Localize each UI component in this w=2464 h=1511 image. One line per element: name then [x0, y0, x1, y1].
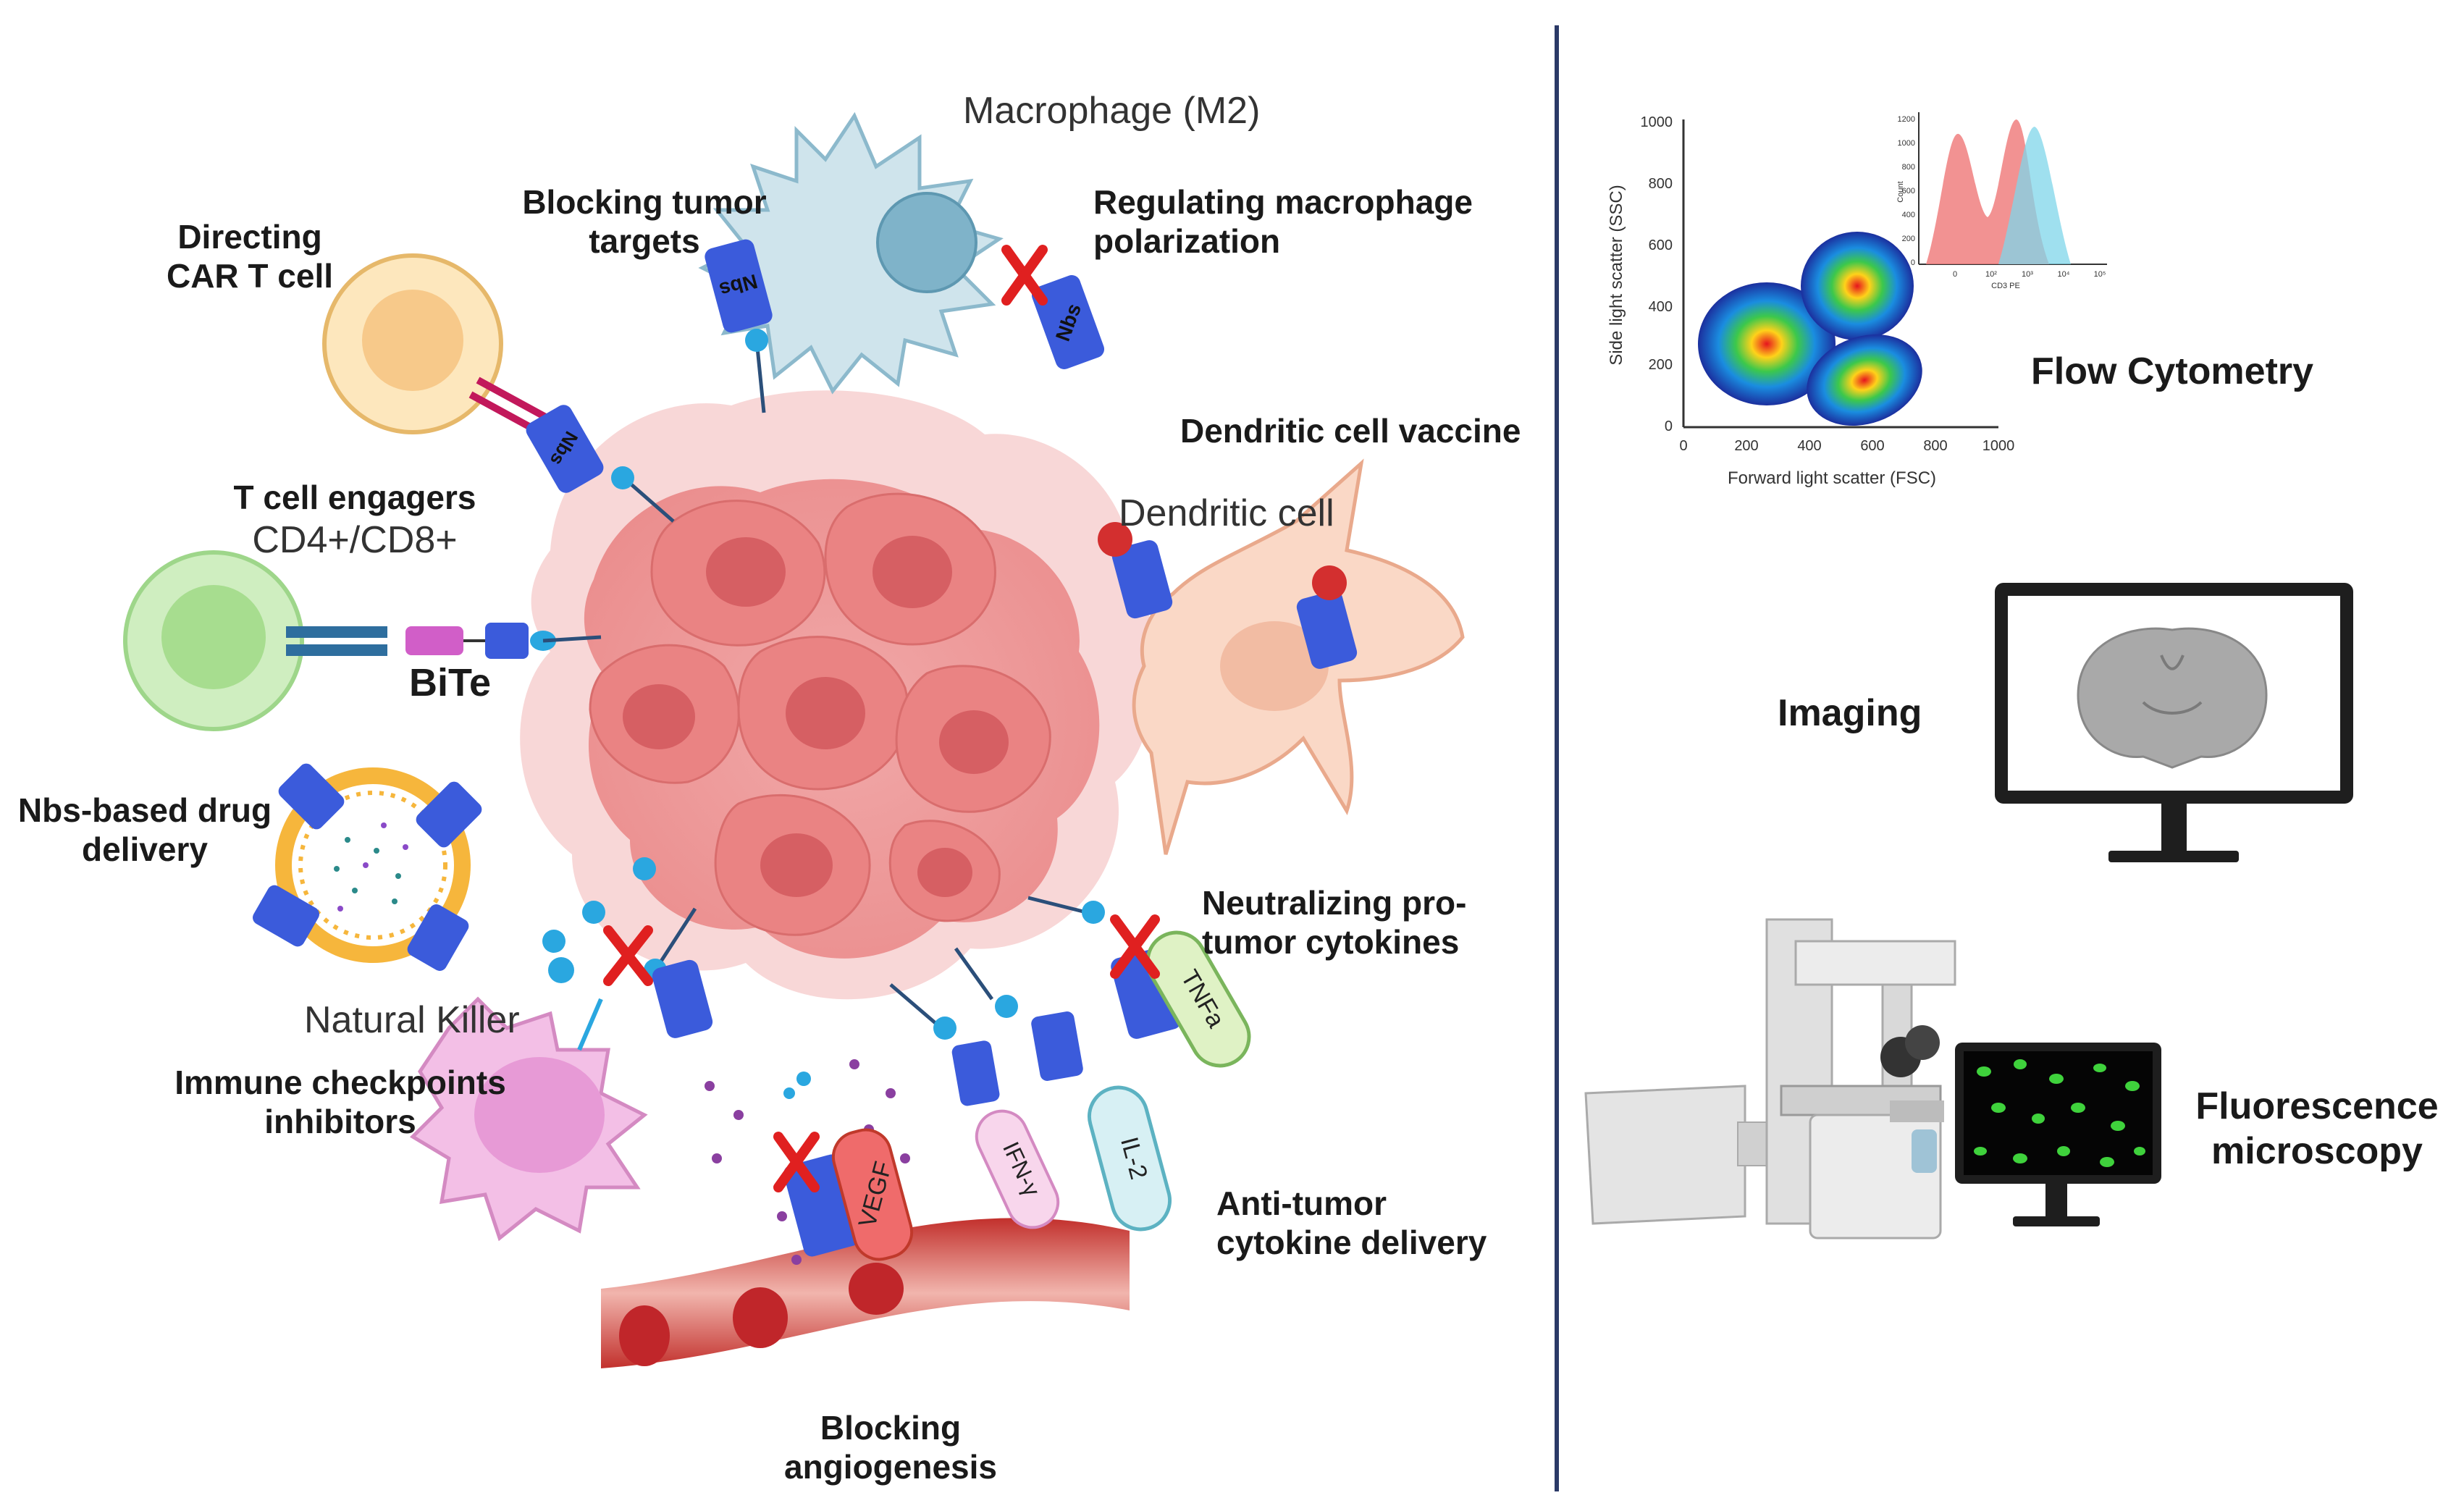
- scatter-xtick: 1000: [1982, 438, 2015, 454]
- hist-ytick: 200: [1902, 235, 1915, 243]
- hist-yticks: 1200 1000 800 600 400 200 0: [1898, 115, 1915, 267]
- scatter-xtick: 600: [1860, 438, 1884, 454]
- label-line: Regulating macrophage: [1093, 183, 1473, 221]
- scatter-ytick: 200: [1649, 357, 1673, 373]
- nanobody-car-t: Nbs: [526, 405, 604, 493]
- blood-vessel: [601, 1218, 1130, 1368]
- microscope: [1584, 918, 1956, 1239]
- label-line: angiogenesis: [784, 1448, 997, 1486]
- hist-xtick: 0: [1953, 270, 1957, 279]
- nanobody-ifn: [951, 1040, 1060, 1229]
- dendritic-cell: [1132, 458, 1465, 855]
- hist-xtick: 10⁴: [2058, 270, 2070, 279]
- scatter-xlabel: Forward light scatter (FSC): [1728, 468, 1936, 488]
- hist-ytick: 1000: [1898, 139, 1915, 148]
- label-line: Blocking tumor: [522, 183, 767, 221]
- tumor-mass: [520, 390, 1156, 1000]
- hist-ytick: 600: [1902, 187, 1915, 195]
- scatter-yticks: 1000 800 600 400 200 0: [1641, 114, 1673, 434]
- nanobody-dendritic: [1098, 522, 1358, 669]
- scatter-ytick: 0: [1665, 418, 1673, 434]
- label-line: Anti-tumor: [1216, 1184, 1387, 1222]
- nanobody-tnfa: [1111, 930, 1251, 1068]
- hist-xtick: 10⁵: [2094, 270, 2106, 279]
- nanobody-checkpoint: [652, 959, 713, 1038]
- label-line: inhibitors: [264, 1103, 416, 1140]
- scatter-xtick: 800: [1923, 438, 1947, 454]
- immune-checkpoints-label: Immune checkpoints inhibitors: [167, 1063, 514, 1141]
- dendritic-vaccine-label: Dendritic cell vaccine: [1180, 412, 1521, 450]
- hist-xtick: 10²: [1985, 270, 1997, 279]
- receptor-heads: [611, 329, 1105, 1040]
- hist-ytick: 400: [1902, 211, 1915, 219]
- fluorescence-monitor: [1955, 1043, 2161, 1226]
- nanobody-macrophage: Nbs: [1031, 275, 1105, 369]
- label-line: cytokine delivery: [1216, 1224, 1487, 1261]
- imaging-monitor: [1995, 583, 2353, 862]
- cytokine-dots: [542, 857, 811, 1099]
- directing-car-t-label: Directing CAR T cell: [152, 217, 348, 295]
- macrophage-label: Macrophage (M2): [963, 90, 1261, 132]
- scatter-xtick: 200: [1734, 438, 1758, 454]
- t-cell: [123, 550, 556, 731]
- nanobody-vegf: [783, 1128, 914, 1261]
- label-line: Immune checkpoints: [175, 1064, 506, 1101]
- scatter-ylabel: Side light scatter (SSC): [1607, 185, 1626, 365]
- label-line: CAR T cell: [166, 257, 334, 295]
- hist-xtick: 10³: [2022, 270, 2033, 279]
- label-line: targets: [589, 222, 700, 260]
- t-cell-engagers-label: T cell engagers: [233, 479, 476, 516]
- label-line: Directing: [177, 218, 322, 256]
- neutralizing-cytokines-label: Neutralizing pro- tumor cytokines: [1202, 883, 1466, 961]
- nbs-drug-delivery-label: Nbs-based drug delivery: [14, 791, 275, 869]
- label-line: delivery: [82, 830, 208, 868]
- dendritic-cell-label: Dendritic cell: [1119, 492, 1334, 534]
- cd4-cd8-label: CD4+/CD8+: [252, 519, 458, 561]
- label-line: Nbs-based drug: [17, 791, 272, 829]
- label-line: Blocking: [820, 1409, 962, 1447]
- car-t-cell: [322, 253, 560, 442]
- scatter-ytick: 800: [1649, 176, 1673, 192]
- scatter-xtick: 0: [1679, 438, 1687, 454]
- natural-killer-label: Natural Killer: [304, 999, 520, 1041]
- macrophage-cell: [698, 111, 1004, 395]
- nanobody-il2: [1031, 1011, 1172, 1232]
- hist-ylabel: Count: [1896, 181, 1905, 202]
- anti-tumor-delivery-label: Anti-tumor cytokine delivery: [1216, 1184, 1487, 1262]
- fluorescence-title: Fluorescence microscopy: [2179, 1084, 2455, 1174]
- hist-ytick: 1200: [1898, 115, 1915, 124]
- natural-killer-cell: [409, 996, 648, 1242]
- label-line: tumor cytokines: [1202, 923, 1460, 961]
- label-line: microscopy: [2211, 1130, 2423, 1172]
- hist-ytick: 800: [1902, 163, 1915, 172]
- scatter-ytick: 600: [1649, 237, 1673, 253]
- flow-cytometry-title: Flow Cytometry: [2031, 350, 2314, 392]
- imaging-title: Imaging: [1778, 692, 1922, 734]
- regulating-macrophage-label: Regulating macrophage polarization: [1093, 182, 1473, 261]
- flow-histogram: [1918, 112, 2107, 265]
- blocking-targets-label: Blocking tumor targets: [521, 182, 768, 261]
- blocking-angiogenesis-label: Blocking angiogenesis: [746, 1408, 1035, 1486]
- red-x-marks: [603, 245, 1160, 1192]
- hist-xticks: 0 10² 10³ 10⁴ 10⁵: [1953, 270, 2106, 279]
- scatter-ytick: 1000: [1641, 114, 1673, 130]
- label-line: polarization: [1093, 222, 1281, 260]
- bite-label: BiTe: [409, 661, 492, 704]
- flow-scatter-plot: [1682, 119, 1998, 429]
- hist-ytick: 0: [1911, 258, 1915, 267]
- label-line: Neutralizing pro-: [1202, 884, 1467, 922]
- nanobody-liposome: [253, 763, 482, 971]
- scatter-xticks: 0 200 400 600 800 1000: [1679, 438, 2014, 454]
- nanobody-blocking-targets: Nbs: [705, 239, 773, 333]
- hist-xlabel: CD3 PE: [1991, 282, 2020, 290]
- receptor-stalks: [542, 340, 1087, 1030]
- scatter-ytick: 400: [1649, 299, 1673, 315]
- scatter-xtick: 400: [1797, 438, 1821, 454]
- label-line: Fluorescence: [2195, 1085, 2439, 1127]
